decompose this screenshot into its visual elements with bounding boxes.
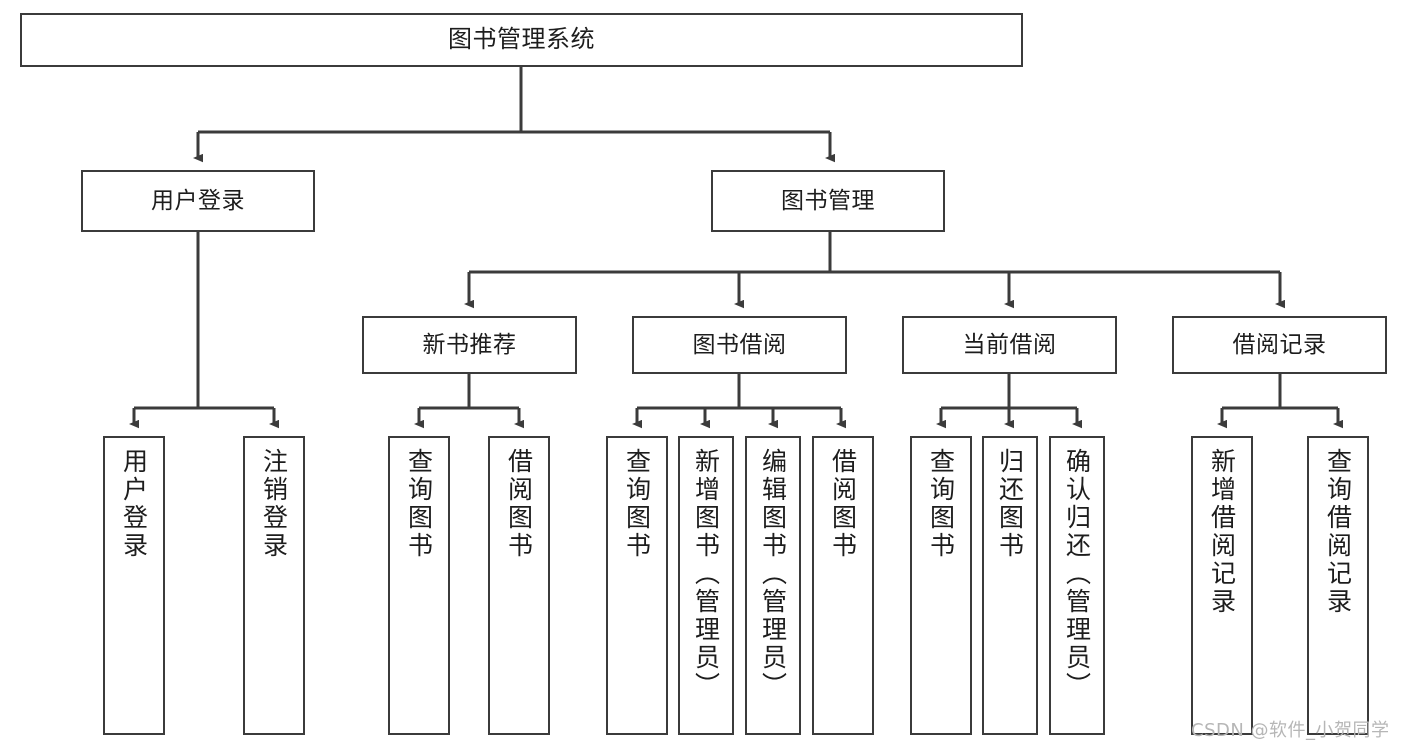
node-new-book-recommend[interactable]: 新书推荐 [362, 316, 577, 374]
node-user-login[interactable]: 用户登录 [81, 170, 315, 232]
node-label: 查询图书 [404, 448, 434, 560]
node-label: 借阅图书 [504, 448, 534, 560]
node-label: 图书管理 [781, 187, 875, 214]
node-label: 借阅图书 [828, 448, 858, 560]
node-label: 查询借阅记录 [1323, 448, 1353, 616]
node-label: 查询图书 [622, 448, 652, 560]
node-label: 图书管理系统 [448, 25, 595, 54]
node-label: 新增借阅记录 [1207, 448, 1237, 616]
leaf-logout[interactable]: 注销登录 [243, 436, 305, 735]
leaf-add-borrow-record[interactable]: 新增借阅记录 [1191, 436, 1253, 735]
node-root-system[interactable]: 图书管理系统 [20, 13, 1023, 67]
leaf-query-books-borrow[interactable]: 查询图书 [606, 436, 668, 735]
node-book-borrow[interactable]: 图书借阅 [632, 316, 847, 374]
leaf-user-login[interactable]: 用户登录 [103, 436, 165, 735]
node-label: 图书借阅 [692, 331, 787, 358]
node-label: 新书推荐 [422, 331, 517, 358]
leaf-confirm-return-admin[interactable]: 确认归还（管理员） [1049, 436, 1105, 735]
node-label: 确认归还（管理员） [1062, 448, 1092, 700]
leaf-borrow-books[interactable]: 借阅图书 [812, 436, 874, 735]
leaf-borrow-books-recommend[interactable]: 借阅图书 [488, 436, 550, 735]
node-label: 当前借阅 [962, 331, 1057, 358]
node-label: 借阅记录 [1232, 331, 1327, 358]
leaf-return-books[interactable]: 归还图书 [982, 436, 1038, 735]
leaf-query-books-current[interactable]: 查询图书 [910, 436, 972, 735]
node-label: 归还图书 [995, 448, 1025, 560]
node-label: 注销登录 [259, 448, 289, 560]
node-current-borrow[interactable]: 当前借阅 [902, 316, 1117, 374]
node-label: 查询图书 [926, 448, 956, 560]
leaf-add-book-admin[interactable]: 新增图书（管理员） [678, 436, 734, 735]
node-borrow-records[interactable]: 借阅记录 [1172, 316, 1387, 374]
node-label: 用户登录 [151, 187, 245, 214]
node-label: 用户登录 [119, 448, 149, 560]
leaf-query-books-recommend[interactable]: 查询图书 [388, 436, 450, 735]
node-label: 新增图书（管理员） [691, 448, 721, 700]
watermark-text: CSDN @软件_小贺同学 [1191, 720, 1390, 741]
leaf-edit-book-admin[interactable]: 编辑图书（管理员） [745, 436, 801, 735]
leaf-query-borrow-record[interactable]: 查询借阅记录 [1307, 436, 1369, 735]
node-label: 编辑图书（管理员） [758, 448, 788, 700]
node-book-management[interactable]: 图书管理 [711, 170, 945, 232]
